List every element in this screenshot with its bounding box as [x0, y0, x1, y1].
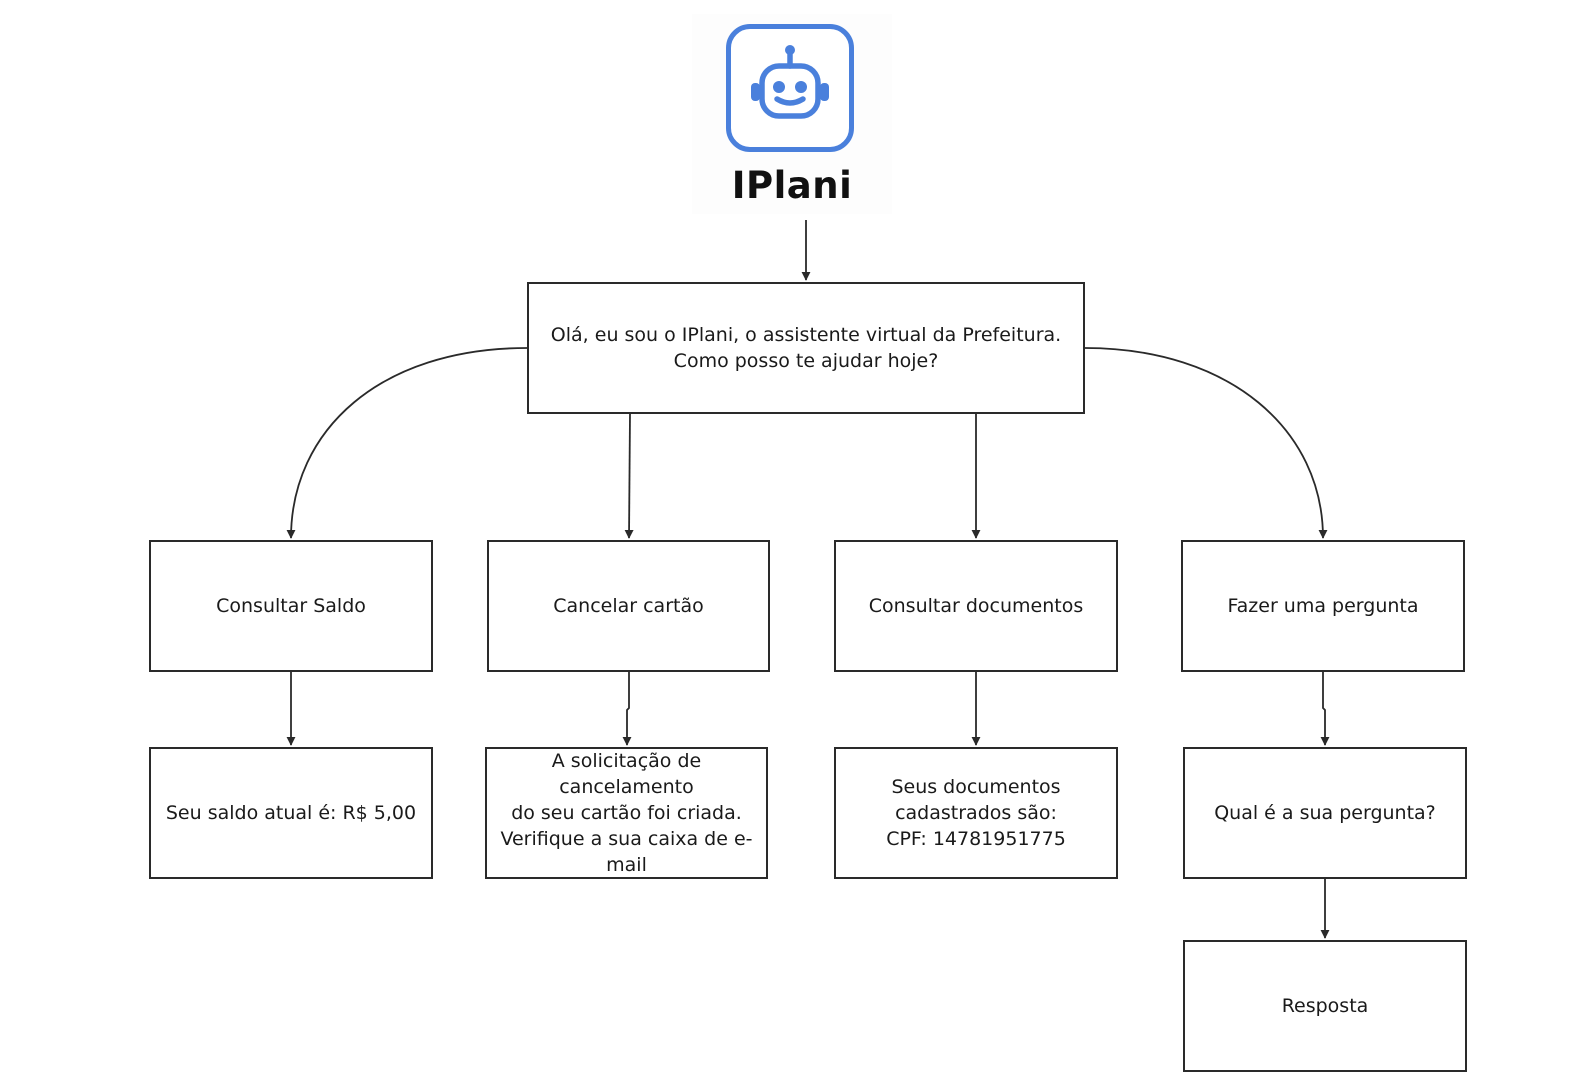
edge-cartao-to-result [622, 672, 632, 746]
edge-pergunta-to-question [1320, 672, 1330, 746]
result-cancelamento: A solicitação de cancelamento do seu car… [485, 747, 768, 879]
option-consultar-documentos: Consultar documentos [834, 540, 1118, 672]
logo-wordmark: IPlani [731, 164, 853, 207]
edge-root-to-pergunta [1084, 347, 1328, 539]
iplani-logo: IPlani [692, 14, 892, 214]
edge-root-to-saldo [286, 347, 528, 539]
robot-icon [726, 24, 854, 152]
greeting-node: Olá, eu sou o IPlani, o assistente virtu… [527, 282, 1085, 414]
result-pergunta: Qual é a sua pergunta? [1183, 747, 1467, 879]
option-fazer-pergunta: Fazer uma pergunta [1181, 540, 1465, 672]
result-resposta: Resposta [1183, 940, 1467, 1072]
result-saldo: Seu saldo atual é: R$ 5,00 [149, 747, 433, 879]
option-consultar-saldo: Consultar Saldo [149, 540, 433, 672]
option-cancelar-cartao: Cancelar cartão [487, 540, 770, 672]
result-documentos: Seus documentos cadastrados são: CPF: 14… [834, 747, 1118, 879]
edge-root-to-cartao [624, 413, 634, 539]
